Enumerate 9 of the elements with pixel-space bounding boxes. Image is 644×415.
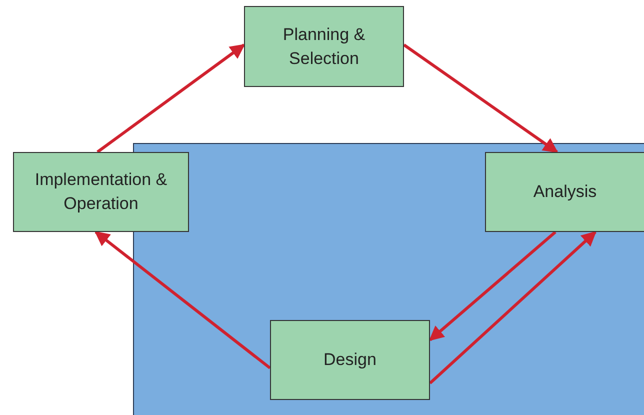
arrow [403,44,558,154]
arrow [428,230,596,384]
arrow [94,230,271,370]
process-box: Design [270,320,430,400]
arrow [96,44,246,154]
arrow [428,230,556,342]
process-box: Implementation & Operation [13,152,189,232]
process-box: Analysis [485,152,644,232]
process-box: Planning & Selection [244,6,404,87]
